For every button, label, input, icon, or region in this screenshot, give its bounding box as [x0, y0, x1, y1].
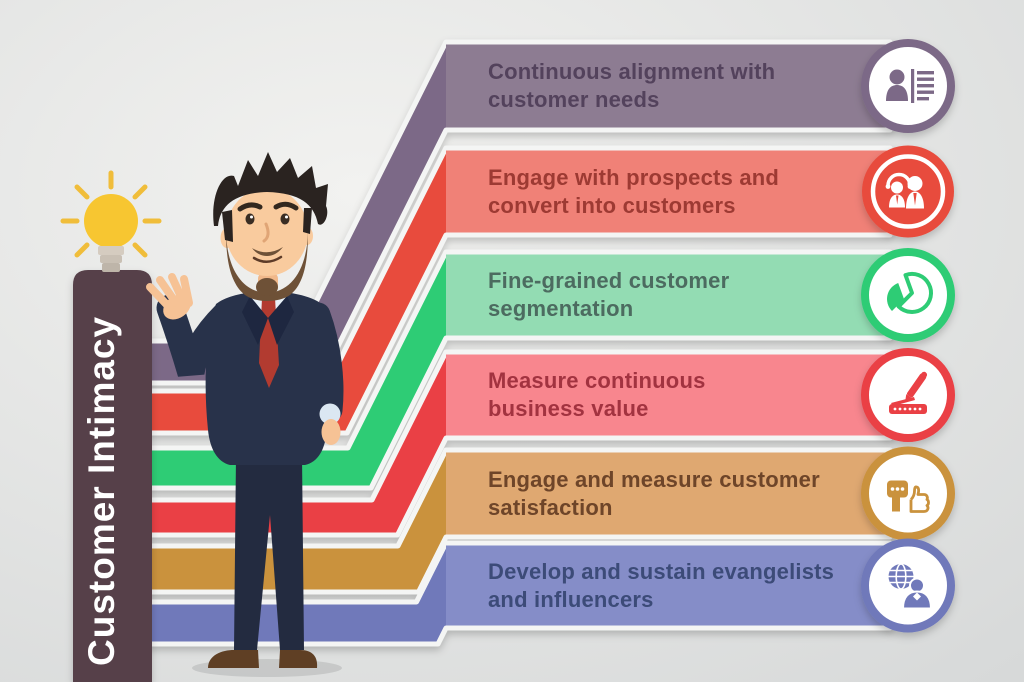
band-5-line-1: Engage and measure customer	[488, 466, 820, 492]
globe-person-icon	[861, 538, 955, 633]
band-label-4: Measure continuous business value	[488, 367, 706, 423]
ribbon-6	[115, 540, 893, 647]
ribbon-2	[115, 145, 893, 436]
person-list-icon	[861, 39, 955, 133]
band-label-3: Fine-grained customer segmentation	[488, 267, 729, 323]
band-label-5: Engage and measure customer satisfaction	[488, 466, 820, 522]
lightbulb-base	[98, 246, 124, 272]
lightbulb-glass	[84, 194, 138, 248]
band-2-line-2: convert into customers	[488, 192, 736, 218]
pen-measure-icon	[861, 348, 955, 442]
band-4-line-1: Measure continuous	[488, 368, 706, 393]
shoe-left	[208, 650, 259, 668]
customer-intimacy-bar	[73, 270, 152, 682]
band-1-line-2: customer needs	[488, 87, 660, 112]
band-label-1: Continuous alignment with customer needs	[488, 58, 775, 114]
lightbulb-icon	[60, 170, 162, 272]
band-6-line-2: and influencers	[488, 586, 654, 612]
band-label-2: Engage with prospects and convert into c…	[488, 164, 779, 220]
ribbon-4	[115, 349, 893, 538]
pie-chart-icon	[861, 248, 955, 342]
band-3-line-1: Fine-grained customer	[488, 268, 730, 293]
band-icons	[861, 39, 955, 633]
vertical-title-bar: Customer Intimacy	[73, 270, 152, 682]
feedback-thumbs-up-icon	[861, 446, 955, 541]
lightbulb-rays	[60, 170, 162, 258]
band-4-line-2: business value	[488, 396, 649, 421]
ribbon-1	[115, 39, 893, 386]
band-5-line-2: satisfaction	[488, 494, 613, 520]
band-label-6: Develop and sustain evangelists and infl…	[488, 558, 834, 614]
band-1-line-1: Continuous alignment with	[488, 59, 776, 84]
vertical-bar-title: Customer Intimacy	[81, 316, 122, 666]
shoe-right	[279, 650, 318, 668]
businessman-illustration	[146, 152, 344, 677]
left-arm	[156, 294, 239, 377]
band-3-line-2: segmentation	[488, 296, 634, 321]
right-arm	[305, 302, 344, 423]
ribbon-5	[115, 447, 893, 595]
band-2-line-1: Engage with prospects and	[488, 164, 780, 190]
support-people-icon	[862, 145, 954, 238]
hair	[213, 152, 328, 226]
band-6-line-1: Develop and sustain evangelists	[488, 558, 835, 584]
